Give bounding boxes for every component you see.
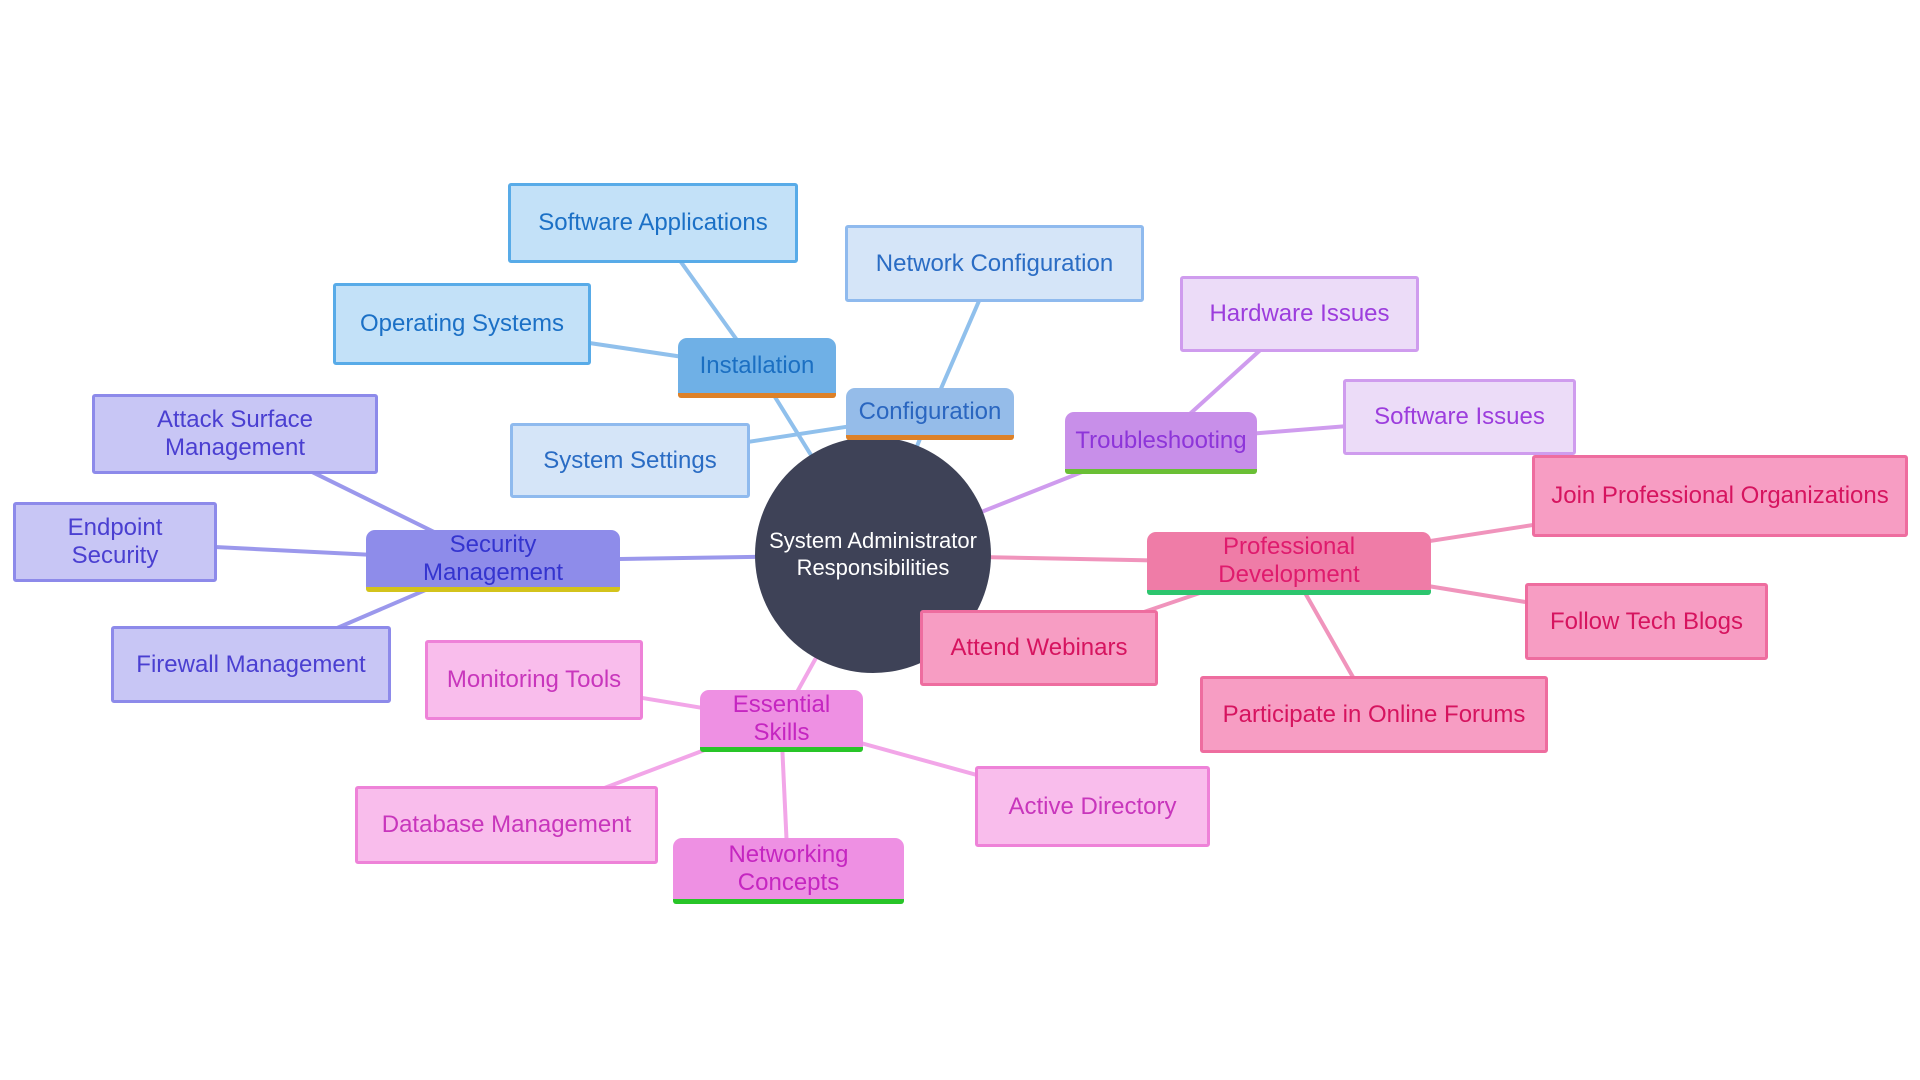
node-label: Network Configuration <box>875 249 1114 277</box>
node-label: Networking Concepts <box>728 840 849 896</box>
node-label: System Settings <box>543 446 717 474</box>
node-label: Essential Skills <box>732 690 831 746</box>
node-software-issues[interactable]: Software Issues <box>1343 379 1576 455</box>
node-label: Database Management <box>381 811 632 839</box>
node-security-management[interactable]: Security Management <box>366 530 620 592</box>
node-monitoring-tools[interactable]: Monitoring Tools <box>425 640 643 720</box>
node-hardware-issues[interactable]: Hardware Issues <box>1180 276 1419 352</box>
center-node-label-line1: System Administrator <box>769 528 977 554</box>
node-professional-development[interactable]: Professional Development <box>1147 532 1431 595</box>
node-configuration[interactable]: Configuration <box>846 388 1014 440</box>
node-label: Join Professional Organizations <box>1551 482 1889 510</box>
node-follow-tech-blogs[interactable]: Follow Tech Blogs <box>1525 583 1768 660</box>
node-essential-skills[interactable]: Essential Skills <box>700 690 863 752</box>
center-node[interactable]: System Administrator Responsibilities <box>755 437 991 673</box>
node-label: Participate in Online Forums <box>1222 700 1526 728</box>
center-node-label-line2: Responsibilities <box>796 555 950 580</box>
node-join-professional-organizations[interactable]: Join Professional Organizations <box>1532 455 1908 537</box>
node-label: Monitoring Tools <box>446 666 622 694</box>
node-label: Professional Development <box>1218 533 1360 588</box>
node-label: Attend Webinars <box>950 634 1128 662</box>
node-label: Attack Surface Management <box>156 406 314 461</box>
node-networking-concepts[interactable]: Networking Concepts <box>673 838 904 904</box>
node-endpoint-security[interactable]: Endpoint Security <box>13 502 217 582</box>
node-troubleshooting[interactable]: Troubleshooting <box>1065 412 1257 474</box>
node-system-settings[interactable]: System Settings <box>510 423 750 498</box>
node-label: Software Applications <box>538 209 768 237</box>
node-attend-webinars[interactable]: Attend Webinars <box>920 610 1158 686</box>
node-label: Configuration <box>858 397 1002 425</box>
node-label: Security Management <box>422 530 564 586</box>
node-database-management[interactable]: Database Management <box>355 786 658 864</box>
node-label: Active Directory <box>1008 792 1177 820</box>
node-label: Installation <box>699 351 815 379</box>
node-operating-systems[interactable]: Operating Systems <box>333 283 591 365</box>
node-label: Troubleshooting <box>1075 426 1247 454</box>
node-label: Software Issues <box>1374 403 1545 431</box>
node-participate-in-online-forums[interactable]: Participate in Online Forums <box>1200 676 1548 753</box>
node-label: Hardware Issues <box>1209 300 1390 328</box>
node-label: Endpoint Security <box>67 514 163 569</box>
node-active-directory[interactable]: Active Directory <box>975 766 1210 847</box>
node-firewall-management[interactable]: Firewall Management <box>111 626 391 703</box>
node-installation[interactable]: Installation <box>678 338 836 398</box>
node-network-configuration[interactable]: Network Configuration <box>845 225 1144 302</box>
node-label: Operating Systems <box>359 310 565 338</box>
node-software-applications[interactable]: Software Applications <box>508 183 798 263</box>
node-label: Firewall Management <box>136 650 366 678</box>
node-attack-surface-management[interactable]: Attack Surface Management <box>92 394 378 474</box>
node-label: Follow Tech Blogs <box>1550 607 1743 635</box>
